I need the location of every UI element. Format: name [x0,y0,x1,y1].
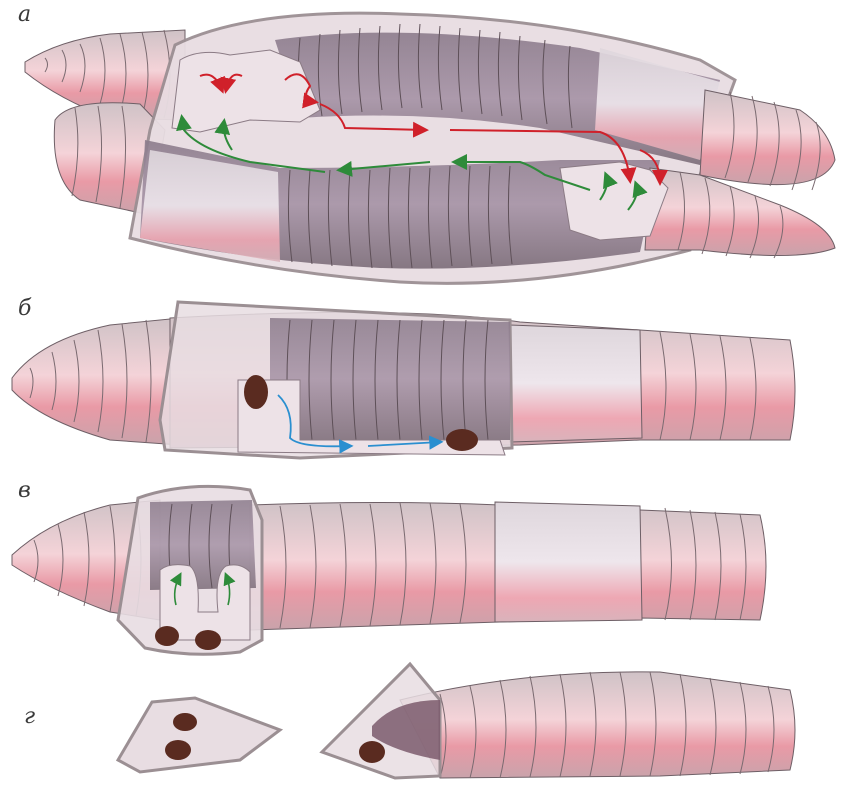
panel-v-cocoon-sliding [12,486,766,654]
egg-b-2 [446,429,478,451]
panel-a-copulation [25,13,835,283]
egg-v-1 [155,626,179,646]
worm-g-body [400,672,795,778]
panel-g-cocoon-released [118,664,795,778]
cocoon-g-free [118,698,280,772]
egg-g-3 [359,741,385,763]
worm-b-inner [270,318,510,440]
worm-upper-tail-right [700,90,835,185]
egg-b-1 [244,375,268,409]
egg-g-1 [173,713,197,731]
egg-g-2 [165,740,191,760]
internal-cutaway-right [560,162,668,240]
clitellum-b [510,325,642,442]
internal-cutaway-left [172,50,320,132]
panel-b-cocoon-forming [12,302,795,458]
egg-v-2 [195,630,221,650]
worm-b-head [12,318,180,445]
clitellum-v [495,502,642,622]
